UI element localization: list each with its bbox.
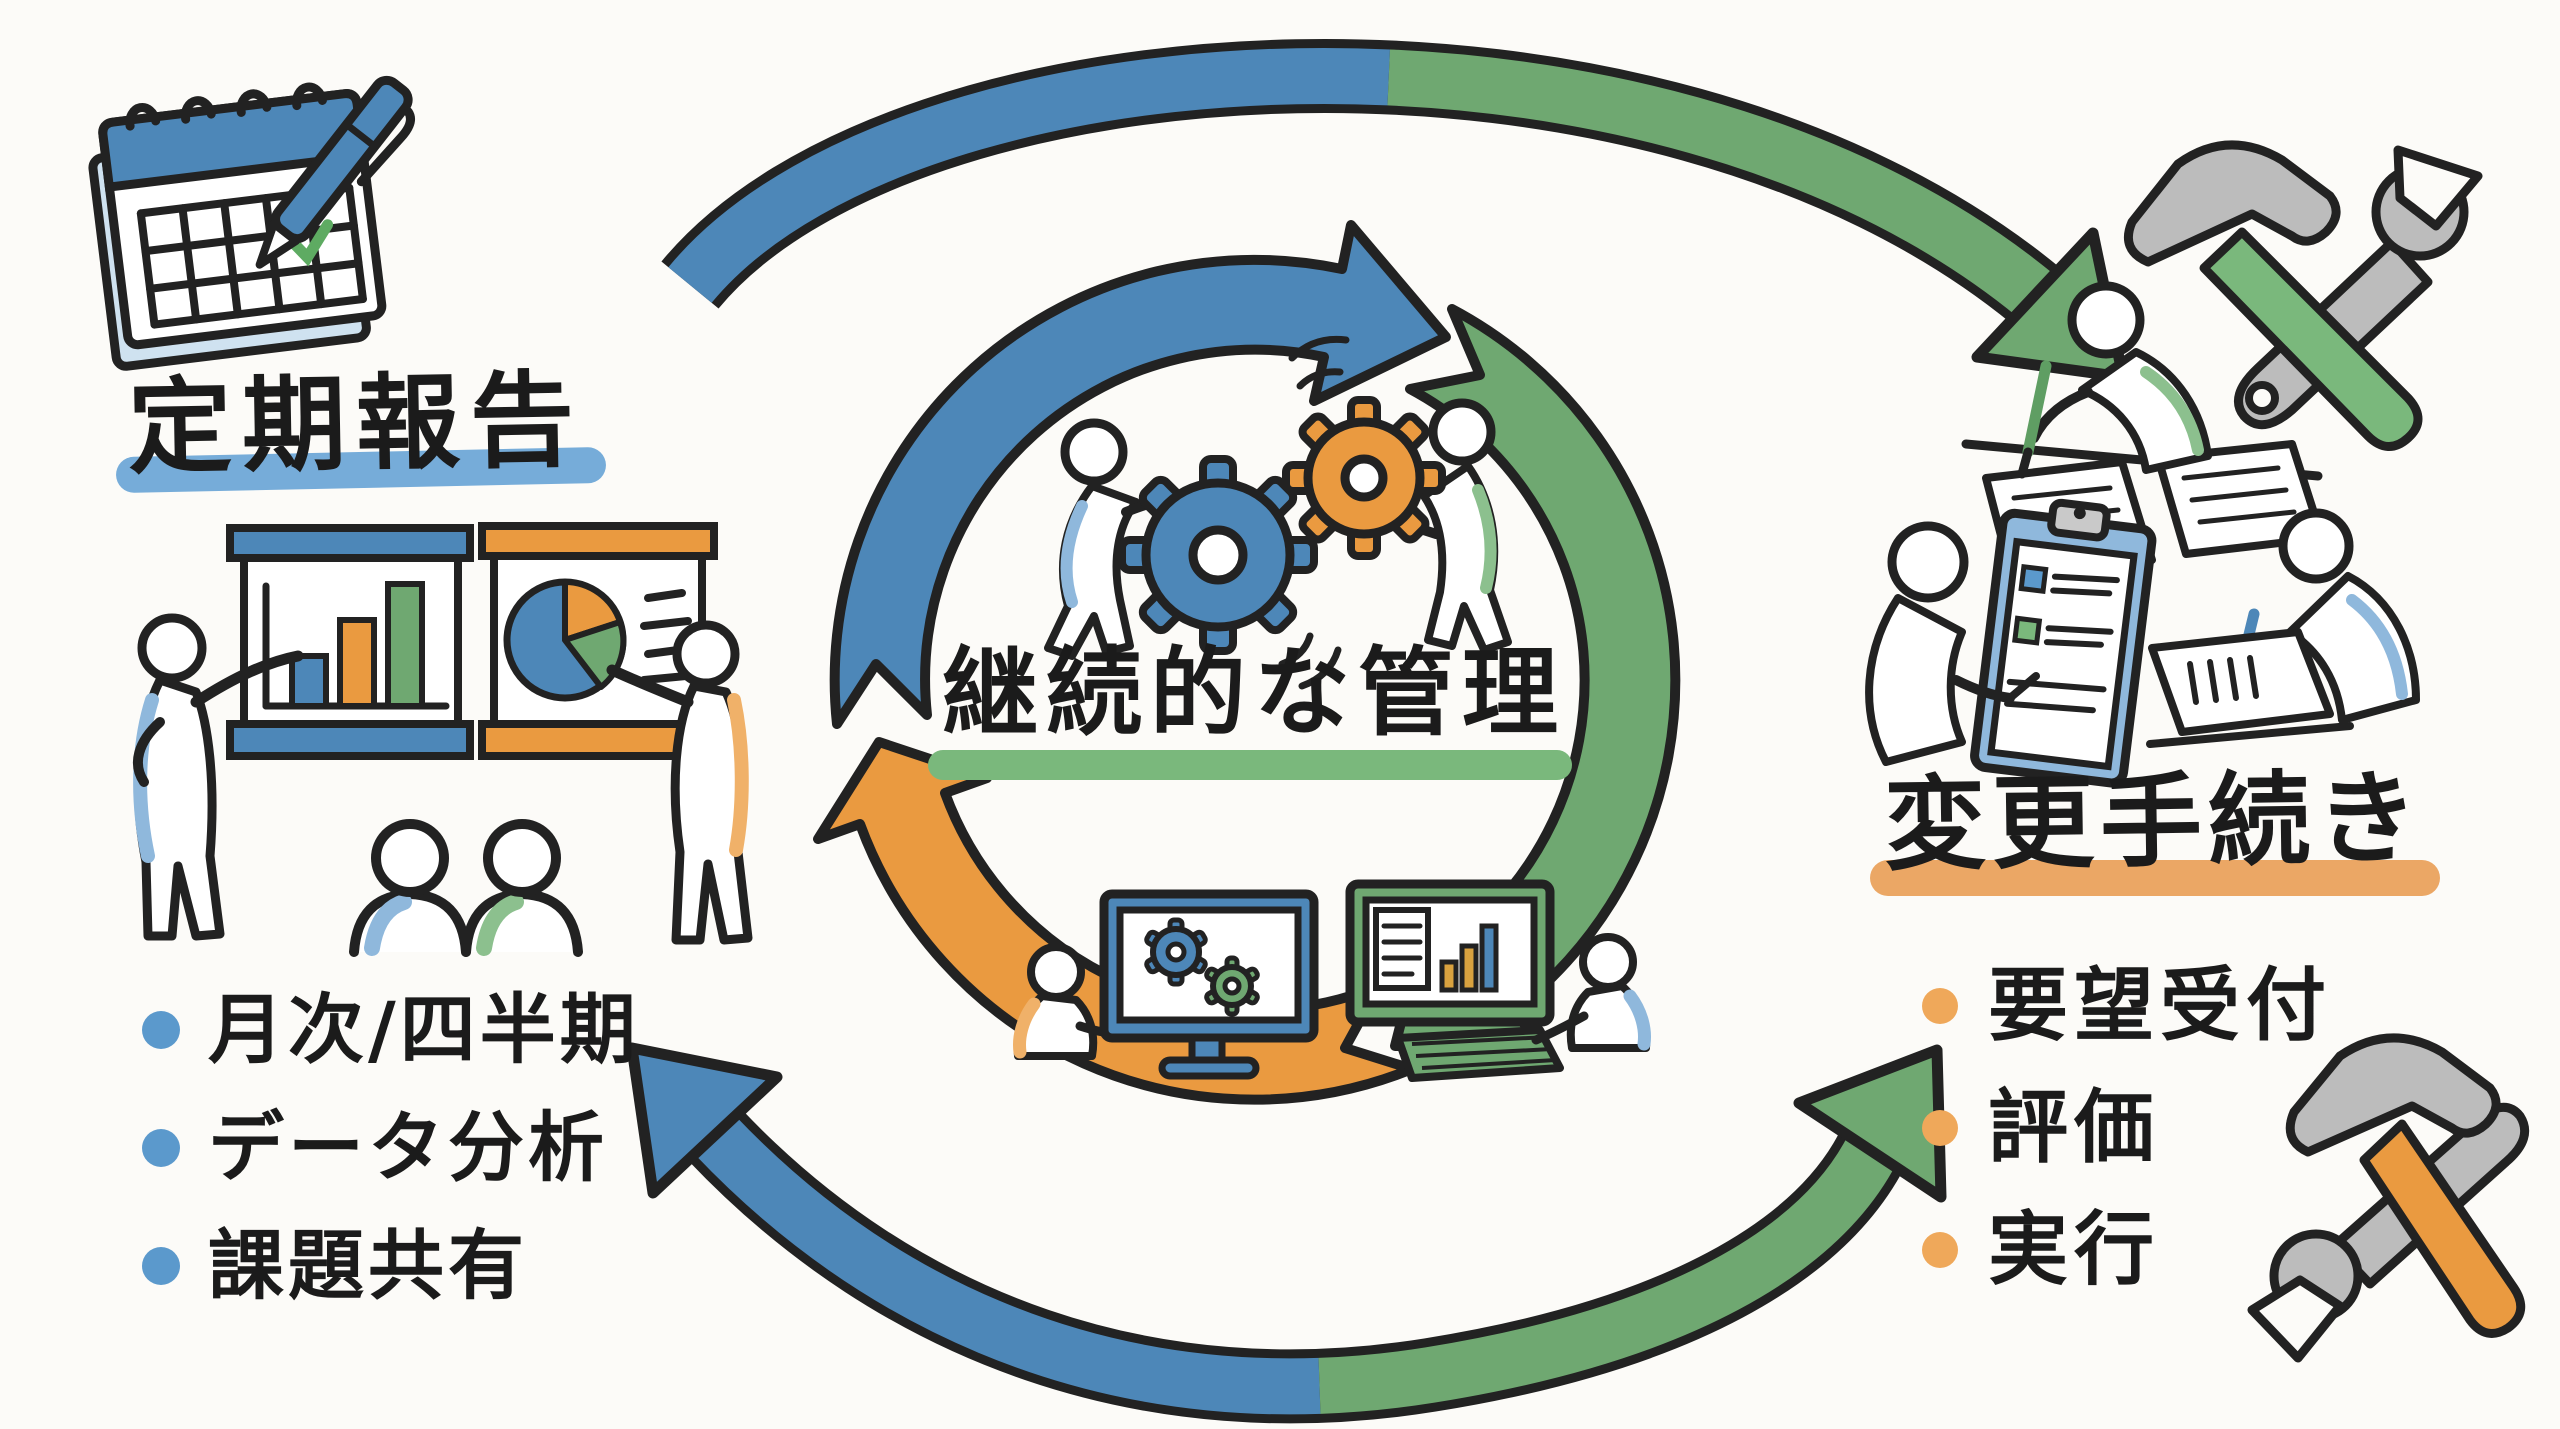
right-section-title: 変更手続き [1883,759,2425,886]
pen-icon-green [2017,360,2052,479]
calendar-icon [88,82,387,371]
bullet-label: 課題共有 [208,1221,528,1310]
clipboard-person [1865,498,2157,788]
bullet-dot-icon [142,1247,180,1285]
audience-figures [349,819,583,957]
bar-orange [337,617,377,709]
center-section-title: 継続的な管理 [942,637,1566,749]
list-item: 実行 [1922,1192,2160,1308]
document-icon [2146,628,2354,748]
center-title-underline [928,750,1572,780]
screen-bar-2 [1459,943,1479,993]
hammer-icon-top [2124,140,2423,451]
bar-chart-board [226,524,474,760]
tools-icon-bottom [2247,1033,2530,1363]
screen-bar-3 [1479,923,1499,993]
gear-blue-icon [1118,455,1318,655]
pen-icon [255,75,415,269]
screen-bar-1 [1439,959,1459,993]
workstation-gears [1013,889,1319,1080]
keyboard-icon [1394,1026,1564,1082]
workstations-icon [1013,879,1651,1082]
list-item: 要望受付 [1922,948,2332,1064]
presentation-scene [132,522,753,957]
writing-person-blue [2146,508,2420,748]
bullet-dot-icon [1922,1232,1958,1268]
workstation-chart [1345,879,1651,1082]
gear-figure-left [1044,418,1179,660]
bullet-label: 月次/四半期 [208,985,640,1074]
presenter-figure-right [606,620,753,945]
bullet-label: 実行 [1988,1203,2160,1296]
clipboard-icon [1970,498,2157,788]
left-section-title: 定期報告 [126,359,586,489]
motion-lines [1278,335,1350,690]
screen-gear-green [1204,955,1260,1017]
bullet-dot-icon [142,1129,180,1167]
bullet-dot-icon [142,1011,180,1049]
checkmark-icon [288,219,334,267]
bullet-label: 評価 [1988,1081,2160,1174]
gear-orange-icon [1282,396,1446,560]
arrowhead-left [626,1042,783,1199]
list-item: 課題共有 [142,1208,528,1324]
bullet-dot-icon [1922,1110,1958,1146]
presenter-figure-left [132,613,304,941]
bar-blue [289,653,329,709]
outer-bottom-arrow [626,1042,1947,1424]
right-title-underline [1870,860,2440,896]
list-item: データ分析 [142,1090,608,1206]
bullet-label: データ分析 [208,1103,608,1192]
bullet-label: 要望受付 [1988,959,2332,1052]
tools-icon-top [2124,140,2483,451]
inner-blue-arrow [829,220,1451,729]
bullet-dot-icon [1922,988,1958,1024]
hammer-icon-bottom [2285,1033,2526,1338]
list-item: 評価 [1922,1070,2160,1186]
bar-green [385,581,425,709]
screen-gear-blue [1144,917,1208,987]
gears-collaboration-icon [1044,335,1512,690]
list-item: 月次/四半期 [142,972,640,1088]
